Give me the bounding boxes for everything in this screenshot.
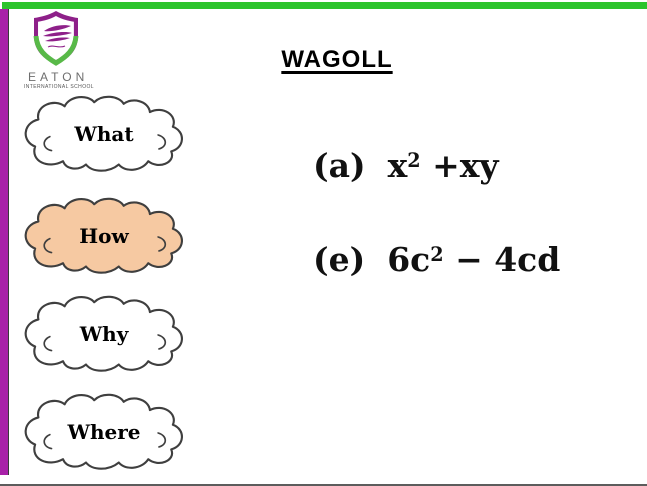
left-magenta-bar (0, 9, 9, 475)
cloud-shape-icon (24, 197, 183, 274)
problem-e: (e) 6c2 − 4cd (267, 200, 560, 319)
cloud-where: Where (8, 392, 200, 474)
exponent: 2 (430, 242, 444, 266)
exponent: 2 (407, 148, 421, 172)
logo-school-subtitle: INTERNATIONAL SCHOOL (24, 84, 94, 90)
top-green-bar (2, 2, 647, 9)
cloud-how-label: How (79, 224, 129, 249)
cloud-what-label: What (74, 122, 134, 147)
cloud-why-label: Why (79, 322, 129, 347)
problem-e-expression: 6c2 − 4cd (387, 239, 561, 279)
problem-a: (a) x2 +xy (267, 106, 499, 225)
problem-a-expression: x2 +xy (387, 145, 499, 185)
cloud-why: Why (8, 294, 200, 376)
page-title: WAGOLL (281, 46, 393, 73)
logo-school-name: EATON (28, 70, 89, 84)
motto-squiggle (47, 45, 66, 48)
cloud-shape-icon (24, 95, 183, 172)
cloud-what: What (8, 94, 200, 176)
cloud-how: How (8, 196, 200, 278)
cloud-shape-icon (24, 393, 183, 470)
problem-e-label: (e) (312, 239, 366, 279)
school-logo: EATON INTERNATIONAL SCHOOL (24, 10, 94, 90)
shield-logo-icon (33, 11, 79, 66)
cloud-shape-icon (24, 295, 183, 372)
problem-a-label: (a) (312, 145, 366, 185)
bottom-border-line (0, 484, 647, 486)
cloud-where-label: Where (67, 420, 141, 445)
